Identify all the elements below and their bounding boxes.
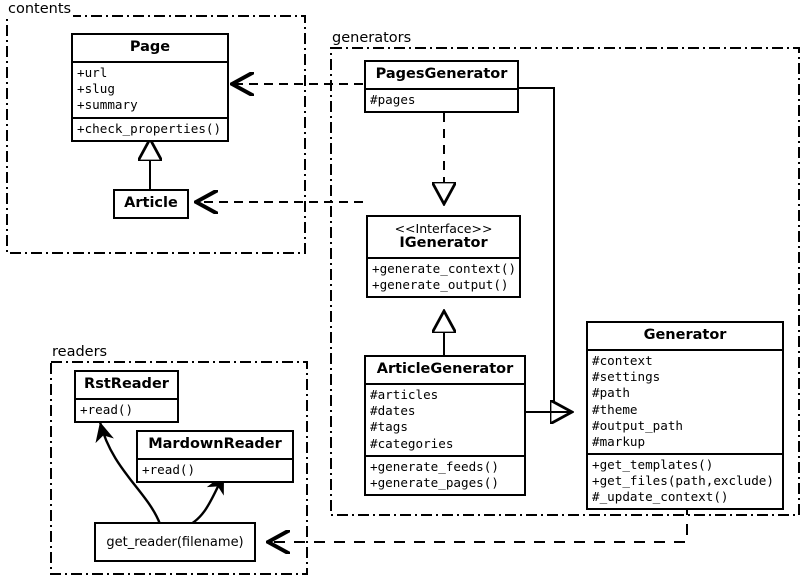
- class-attributes-generator: #context #settings #path #theme #output_…: [588, 349, 782, 453]
- attribute-row: #dates: [370, 403, 416, 419]
- method-row: +generate_pages(): [370, 474, 499, 490]
- class-box-pagesgenerator[interactable]: PagesGenerator #pages: [364, 60, 519, 114]
- class-name-mardownreader: MardownReader: [148, 436, 282, 452]
- class-attributes-page: +url +slug +summary: [73, 61, 227, 116]
- attribute-row: #pages: [370, 92, 416, 108]
- method-row: +get_templates(): [592, 456, 714, 472]
- attribute-row: #output_path: [592, 417, 683, 433]
- class-name-igenerator-block: <<Interface>> IGenerator: [368, 217, 519, 257]
- attribute-row: #settings: [592, 369, 661, 385]
- class-name-generator: Generator: [643, 327, 727, 343]
- package-label-readers: readers: [50, 344, 110, 360]
- function-box-get-reader[interactable]: get_reader(filename): [94, 522, 256, 562]
- method-row: +get_files(path,exclude): [592, 472, 774, 488]
- class-box-page[interactable]: Page +url +slug +summary +check_properti…: [71, 33, 229, 142]
- class-box-articlegenerator[interactable]: ArticleGenerator #articles #dates #tags …: [364, 355, 526, 496]
- attribute-row: #articles: [370, 387, 439, 403]
- class-name-igenerator: IGenerator: [399, 234, 488, 251]
- attribute-row: +url: [77, 65, 108, 81]
- attribute-row: #markup: [592, 433, 646, 449]
- function-label-get-reader: get_reader(filename): [106, 534, 244, 550]
- method-row: +read(): [142, 462, 196, 478]
- relation-pagesgenerator-generalizes-generator: [519, 87, 572, 412]
- class-name-articlegenerator: ArticleGenerator: [376, 361, 514, 377]
- attribute-row: #tags: [370, 419, 408, 435]
- class-attributes-articlegenerator: #articles #dates #tags #categories: [366, 383, 524, 454]
- package-label-generators: generators: [330, 30, 414, 46]
- class-methods-rstreader: +read(): [76, 398, 177, 421]
- method-row: #_update_context(): [592, 489, 729, 505]
- package-label-contents: contents: [6, 1, 74, 17]
- attribute-row: #path: [592, 385, 630, 401]
- method-row: +generate_feeds(): [370, 458, 499, 474]
- class-box-mardownreader[interactable]: MardownReader +read(): [136, 430, 294, 484]
- attribute-row: #categories: [370, 435, 454, 451]
- class-box-generator[interactable]: Generator #context #settings #path #them…: [586, 321, 784, 511]
- class-box-igenerator[interactable]: <<Interface>> IGenerator +generate_conte…: [366, 215, 521, 299]
- attribute-row: #theme: [592, 401, 638, 417]
- class-name-article: Article: [124, 195, 178, 211]
- method-row: +read(): [80, 402, 134, 418]
- class-methods-mardownreader: +read(): [138, 458, 292, 481]
- class-name-rstreader: RstReader: [84, 376, 169, 392]
- class-name-pagesgenerator: PagesGenerator: [375, 66, 508, 82]
- method-row: +generate_context(): [372, 260, 517, 276]
- class-attributes-pagesgenerator: #pages: [366, 88, 517, 111]
- class-stereotype-igenerator: <<Interface>>: [394, 221, 493, 236]
- class-methods-generator: +get_templates() +get_files(path,exclude…: [588, 452, 782, 508]
- attribute-row: +slug: [77, 81, 115, 97]
- class-methods-page: +check_properties(): [73, 116, 227, 140]
- method-row: +generate_output(): [372, 277, 509, 293]
- attribute-row: +summary: [77, 97, 138, 113]
- class-box-article[interactable]: Article: [113, 189, 189, 220]
- class-methods-articlegenerator: +generate_feeds() +generate_pages(): [366, 454, 524, 494]
- class-box-rstreader[interactable]: RstReader +read(): [74, 370, 179, 424]
- method-row: +check_properties(): [77, 120, 222, 136]
- attribute-row: #context: [592, 353, 653, 369]
- class-name-page: Page: [129, 39, 171, 55]
- class-methods-igenerator: +generate_context() +generate_output(): [368, 256, 519, 296]
